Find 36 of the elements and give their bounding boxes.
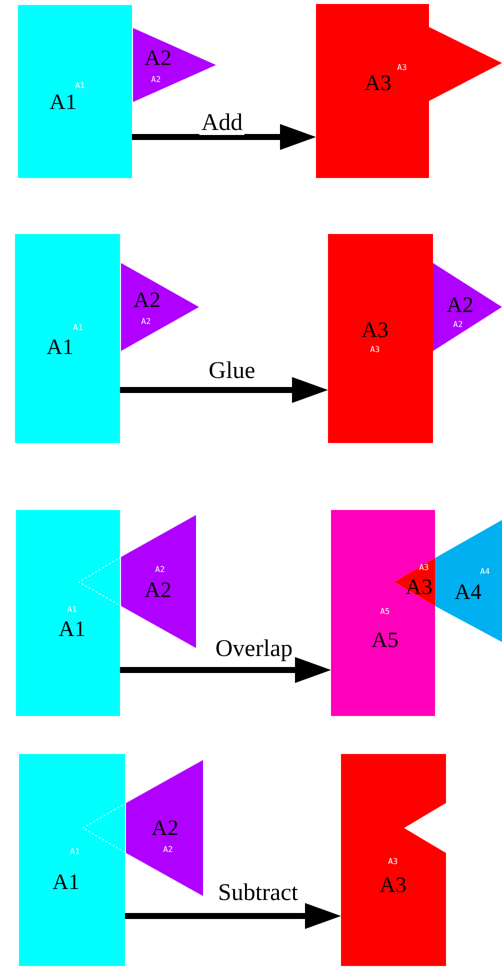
shape-label: A3 (406, 576, 432, 598)
arrow (125, 903, 341, 929)
small-shape-label: A2 (151, 76, 161, 84)
small-shape-label: A3 (370, 346, 380, 354)
small-shape-label: A2 (141, 318, 151, 326)
shape-label: A3 (362, 319, 388, 341)
shape-label: A3 (364, 72, 392, 94)
shape-label: A1 (58, 618, 86, 640)
shape-label: A4 (454, 581, 482, 603)
small-shape-label: A1 (70, 848, 80, 856)
arrow (120, 657, 331, 683)
shape-label: A2 (446, 294, 474, 316)
shape-label: A1 (52, 871, 80, 893)
edge-label: Add (199, 111, 245, 135)
shape-label: A5 (372, 629, 398, 651)
arrow (120, 377, 328, 403)
small-shape-label: A2 (163, 846, 173, 854)
small-shape-label: A1 (67, 606, 77, 614)
small-shape-label: A1 (73, 324, 83, 332)
shape-label: A1 (50, 91, 76, 113)
small-shape-label: A1 (75, 82, 85, 90)
small-shape-label: A5 (380, 608, 390, 616)
shape-label: A3 (380, 874, 406, 896)
small-shape-label: A2 (453, 321, 463, 329)
small-shape-label: A2 (155, 566, 165, 574)
small-shape-label: A3 (419, 564, 429, 572)
small-shape-label: A3 (397, 64, 407, 72)
shape-label: A2 (134, 289, 160, 311)
small-shape-label: A3 (388, 858, 398, 866)
edge-label: Overlap (213, 637, 295, 661)
shape-label: A2 (144, 579, 172, 601)
small-shape-label: A4 (480, 568, 490, 576)
shape-label: A2 (152, 817, 178, 839)
shape-label: A2 (144, 47, 172, 69)
arrow (132, 124, 316, 150)
shape-label: A1 (46, 336, 74, 358)
